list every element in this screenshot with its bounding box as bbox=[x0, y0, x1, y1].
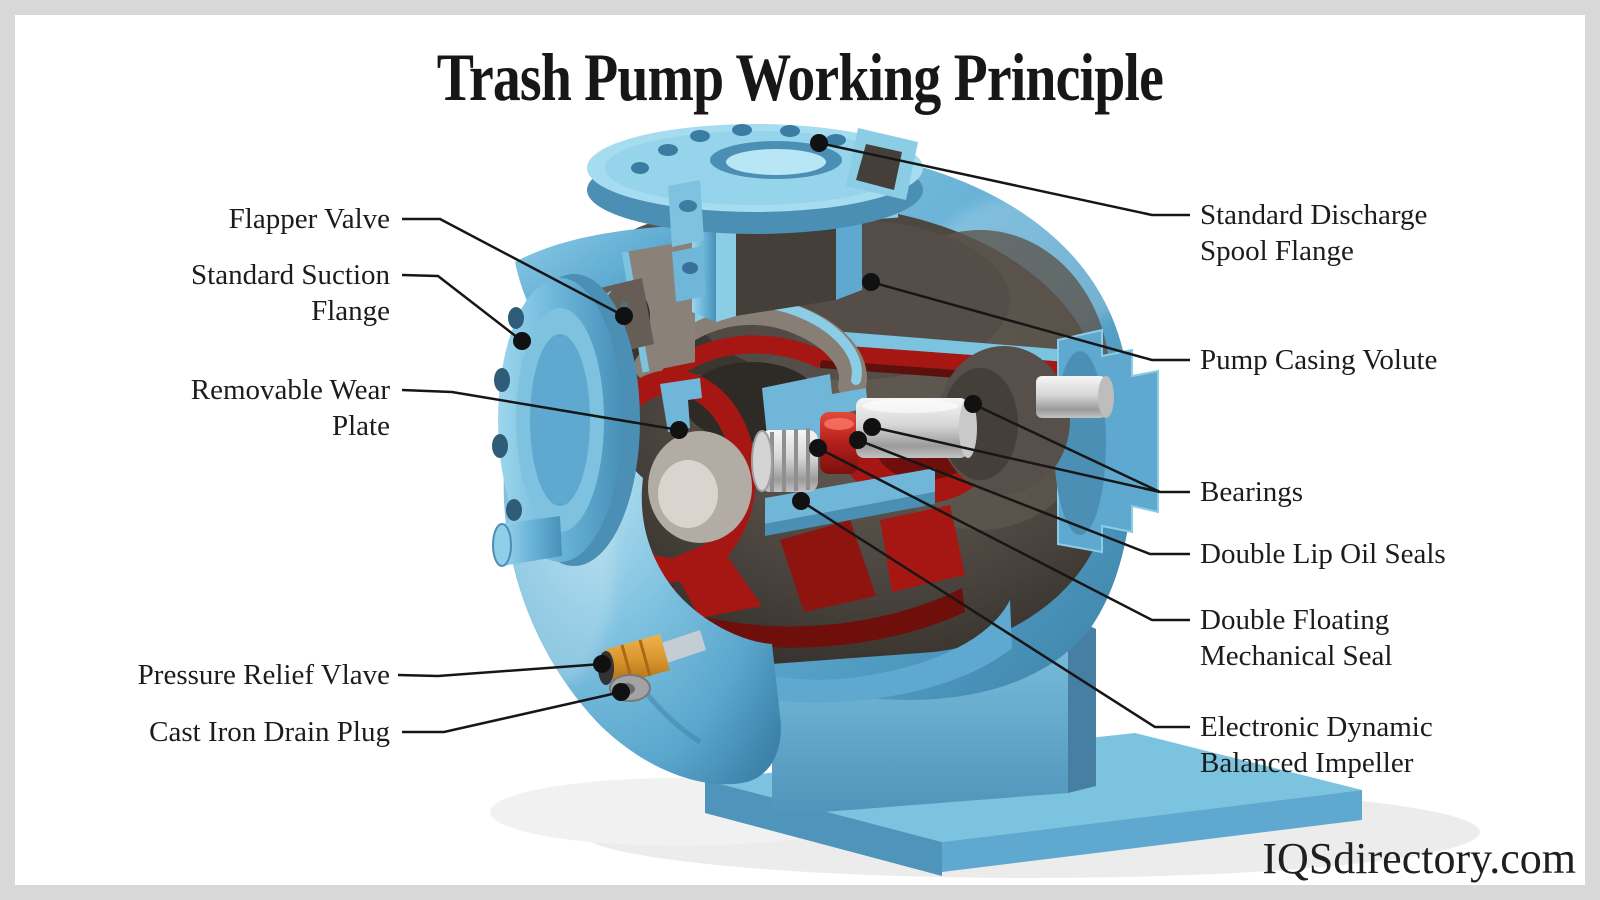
page-title-text: Trash Pump Working Principle bbox=[436, 39, 1164, 115]
label-line: Double Lip Oil Seals bbox=[1200, 538, 1446, 570]
label-line: Bearings bbox=[1200, 476, 1304, 508]
dot-discharge-flange bbox=[810, 134, 828, 152]
dot-wear-plate bbox=[670, 421, 688, 439]
dot-drain-plug bbox=[612, 683, 630, 701]
label-line: Double Floating bbox=[1200, 604, 1390, 636]
leader-lines bbox=[397, 141, 1190, 734]
label-electronic-dynamic-balanced-impeller: Electronic Dynamic Balanced Impeller bbox=[1200, 709, 1433, 781]
label-standard-discharge-spool-flange: Standard Discharge Spool Flange bbox=[1200, 197, 1427, 269]
leader-pressure-relief bbox=[397, 662, 603, 678]
page-title: Trash Pump Working Principle bbox=[0, 38, 1600, 117]
label-line: Flapper Valve bbox=[228, 203, 390, 235]
label-line: Flange bbox=[311, 295, 390, 327]
label-double-lip-oil-seals: Double Lip Oil Seals bbox=[1200, 536, 1446, 572]
flange-bolt-holes bbox=[631, 124, 846, 174]
callout-dots bbox=[513, 134, 982, 701]
label-line: Standard Discharge bbox=[1200, 199, 1428, 231]
label-double-floating-mechanical-seal: Double Floating Mechanical Seal bbox=[1200, 602, 1392, 674]
dot-impeller bbox=[792, 492, 810, 510]
suction-flange bbox=[492, 274, 640, 567]
leader-wear-plate bbox=[401, 388, 680, 432]
dot-flapper-valve bbox=[615, 307, 633, 325]
leader-bearing-2 bbox=[871, 425, 1161, 494]
leader-casing-volute bbox=[870, 280, 1190, 362]
label-line: Standard Suction bbox=[191, 259, 390, 291]
label-bearings: Bearings bbox=[1200, 474, 1303, 510]
discharge-flange bbox=[587, 124, 923, 322]
label-line: Pump Casing Volute bbox=[1200, 344, 1438, 376]
leader-discharge-flange bbox=[818, 141, 1190, 217]
pump-illustration bbox=[490, 124, 1480, 878]
label-removable-wear-plate: Removable Wear Plate bbox=[191, 372, 390, 444]
leader-mechanical-seal bbox=[817, 446, 1190, 622]
label-flapper-valve: Flapper Valve bbox=[229, 201, 390, 237]
label-cast-iron-drain-plug: Cast Iron Drain Plug bbox=[149, 714, 390, 750]
label-line: Spool Flange bbox=[1200, 235, 1354, 267]
leader-drain-plug bbox=[402, 690, 622, 734]
leader-suction-flange bbox=[401, 273, 523, 342]
label-line: Mechanical Seal bbox=[1200, 640, 1393, 672]
casing-cut-ledges bbox=[762, 374, 935, 536]
watermark: IQSdirectory.com bbox=[1262, 834, 1576, 883]
base-pedestal bbox=[705, 616, 1362, 876]
leader-oil-seals bbox=[857, 438, 1190, 556]
dot-bearing-1 bbox=[964, 395, 982, 413]
label-line: Pressure Relief Vlave bbox=[137, 659, 390, 691]
suction-bolt-holes bbox=[492, 307, 524, 521]
pressure-relief-valve-part bbox=[598, 630, 706, 686]
label-pump-casing-volute: Pump Casing Volute bbox=[1200, 342, 1437, 378]
leader-impeller bbox=[800, 499, 1190, 729]
dot-pressure-relief bbox=[593, 655, 611, 673]
label-line: Cast Iron Drain Plug bbox=[149, 716, 390, 748]
dot-suction-flange bbox=[513, 332, 531, 350]
label-line: Balanced Impeller bbox=[1200, 747, 1414, 779]
label-pressure-relief-valve: Pressure Relief Vlave bbox=[138, 657, 390, 693]
dot-casing-volute bbox=[862, 273, 880, 291]
dot-oil-seals bbox=[849, 431, 867, 449]
leader-flapper-valve bbox=[402, 217, 625, 318]
label-line: Electronic Dynamic bbox=[1200, 711, 1433, 743]
label-line: Plate bbox=[332, 410, 390, 442]
label-standard-suction-flange: Standard Suction Flange bbox=[191, 257, 390, 329]
dot-bearing-2 bbox=[863, 418, 881, 436]
dot-mechanical-seal bbox=[809, 439, 827, 457]
label-line: Removable Wear bbox=[190, 374, 390, 406]
